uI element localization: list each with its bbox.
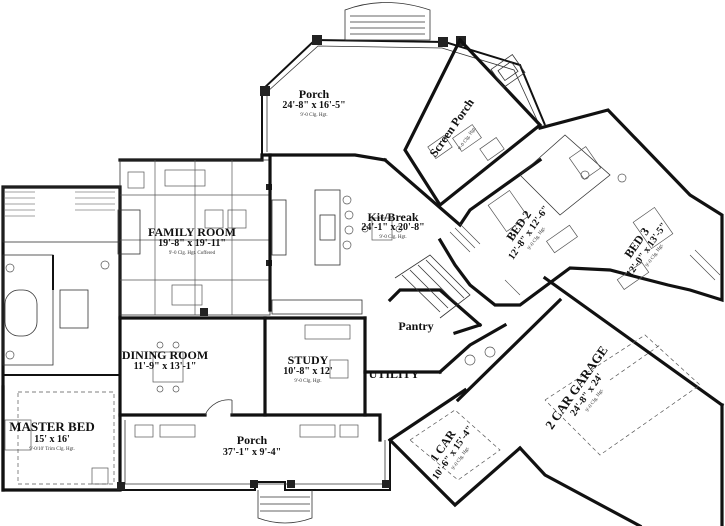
porch-rear-ceiling: 9'-0 Clg. Hgt. bbox=[300, 113, 327, 118]
porch-rear-dims: 24'-8" x 16'-5" bbox=[282, 100, 345, 111]
utility-name: UTILITY bbox=[369, 367, 420, 381]
porch-front-dims: 37'-1" x 9'-4" bbox=[223, 447, 281, 458]
master-suite bbox=[2, 186, 121, 485]
kit-break-dims: 24'-1" x 20'-8" bbox=[361, 222, 424, 233]
master-bed-ceiling: 9'-0/10' Trim Clg. Hgt. bbox=[29, 447, 75, 452]
screen-porch-ceiling: 9'-0 Clg. Hgt. bbox=[458, 126, 478, 151]
study-dims: 10'-8" x 12' bbox=[283, 366, 333, 377]
family-room-dims: 19'-8" x 19'-11" bbox=[158, 238, 226, 249]
screen-porch bbox=[403, 37, 543, 208]
kitchen-breakfast bbox=[268, 153, 403, 315]
screen-porch-name: Screen Porch bbox=[427, 96, 478, 160]
dining-room-dims: 11'-9" x 13'-1" bbox=[134, 361, 197, 372]
family-room-ceiling: 9'-0 Clg. Hgt. Coffered bbox=[169, 251, 216, 256]
pantry-name: Pantry bbox=[398, 319, 433, 333]
bed-wing bbox=[449, 134, 721, 296]
kit-break-ceiling: 9'-0 Clg. Hgt. bbox=[379, 235, 406, 240]
porch-front-name: Porch bbox=[237, 433, 268, 447]
family-room-name: FAMILY ROOM bbox=[148, 225, 236, 239]
master-bed-name: MASTER BED bbox=[9, 419, 95, 434]
stairs-pantry bbox=[394, 254, 496, 366]
family-room bbox=[117, 159, 271, 316]
kit-break-name: Kit/Break bbox=[367, 210, 418, 224]
garage bbox=[409, 334, 701, 481]
dining-room-name: DINING ROOM bbox=[122, 348, 208, 362]
exterior-walls bbox=[1, 108, 725, 526]
porch-rear-name: Porch bbox=[299, 87, 330, 101]
master-bed-dims: 15' x 16' bbox=[34, 434, 70, 445]
study-name: STUDY bbox=[288, 353, 329, 367]
front-porch bbox=[117, 308, 391, 524]
study-ceiling: 9'-0 Clg. Hgt. bbox=[294, 379, 321, 384]
dining-study bbox=[118, 316, 367, 417]
